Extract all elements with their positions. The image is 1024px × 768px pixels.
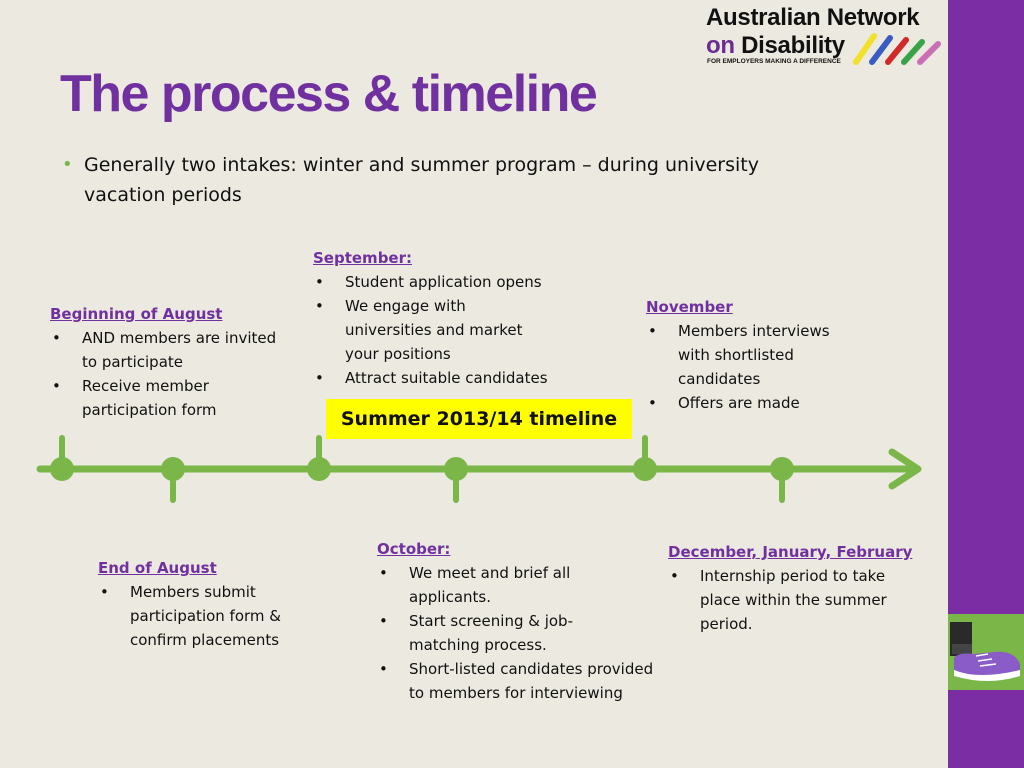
list-item: •Start screening & job-matching process.	[377, 609, 624, 657]
milestone-dec-jan-feb: December, January, February •Internship …	[668, 540, 946, 636]
timeline-node	[161, 457, 185, 481]
intro-text: Generally two intakes: winter and summer…	[84, 154, 759, 206]
milestone-heading: October:	[377, 540, 451, 558]
bullet-icon: •	[62, 154, 73, 175]
list-item: •Members submit participation form & con…	[98, 580, 310, 652]
intro-bullet: • Generally two intakes: winter and summ…	[62, 150, 842, 210]
list-item: •Offers are made	[646, 391, 866, 415]
bullet-icon: •	[52, 377, 61, 395]
bullet-icon: •	[379, 612, 388, 630]
list-item: •AND members are invited to participate	[50, 326, 280, 374]
bullet-icon: •	[315, 273, 324, 291]
bullet-icon: •	[670, 567, 679, 585]
timeline	[36, 435, 922, 503]
timeline-node	[307, 457, 331, 481]
milestone-september: September: •Student application opens •W…	[313, 246, 583, 390]
logo-swoosh-icon	[853, 33, 941, 65]
list-item: •Internship period to take place within …	[668, 564, 920, 636]
bullet-icon: •	[379, 564, 388, 582]
list-item: •We meet and brief all applicants.	[377, 561, 624, 609]
milestone-beginning-august: Beginning of August •AND members are inv…	[50, 302, 280, 422]
logo-line2-prefix: on	[706, 32, 735, 59]
bullet-icon: •	[379, 660, 388, 678]
bullet-icon: •	[100, 583, 109, 601]
logo-line1: Australian Network	[706, 4, 920, 31]
list-item: •We engage with universities and market …	[313, 294, 540, 366]
page-title: The process & timeline	[60, 65, 598, 123]
logo-tagline: FOR EMPLOYERS MAKING A DIFFERENCE	[707, 58, 841, 65]
list-item: •Student application opens	[313, 270, 583, 294]
bullet-icon: •	[648, 322, 657, 340]
milestone-heading: December, January, February	[668, 543, 913, 561]
milestone-heading: Beginning of August	[50, 305, 223, 323]
sneaker-image	[948, 614, 1024, 690]
list-item: •Receive member participation form	[50, 374, 280, 422]
milestone-october: October: •We meet and brief all applican…	[377, 537, 653, 705]
timeline-node	[633, 457, 657, 481]
timeline-label: Summer 2013/14 timeline	[326, 399, 632, 439]
list-item: •Short-listed candidates provided to mem…	[377, 657, 654, 705]
logo-line2: on Disability	[706, 32, 845, 60]
bullet-icon: •	[315, 297, 324, 315]
milestone-heading: September:	[313, 249, 412, 267]
milestone-heading: End of August	[98, 559, 217, 577]
list-item: •Attract suitable candidates	[313, 366, 583, 390]
bullet-icon: •	[52, 329, 61, 347]
milestone-end-august: End of August •Members submit participat…	[98, 556, 328, 652]
timeline-node	[444, 457, 468, 481]
logo: Australian Network on Disability FOR EMP…	[706, 4, 948, 70]
milestone-november: November •Members interviews with shortl…	[646, 295, 866, 415]
list-item: •Members interviews with shortlisted can…	[646, 319, 858, 391]
timeline-node	[50, 457, 74, 481]
bullet-icon: •	[648, 394, 657, 412]
timeline-node	[770, 457, 794, 481]
bullet-icon: •	[315, 369, 324, 387]
milestone-heading: November	[646, 298, 733, 316]
logo-line2-rest: Disability	[734, 32, 845, 59]
